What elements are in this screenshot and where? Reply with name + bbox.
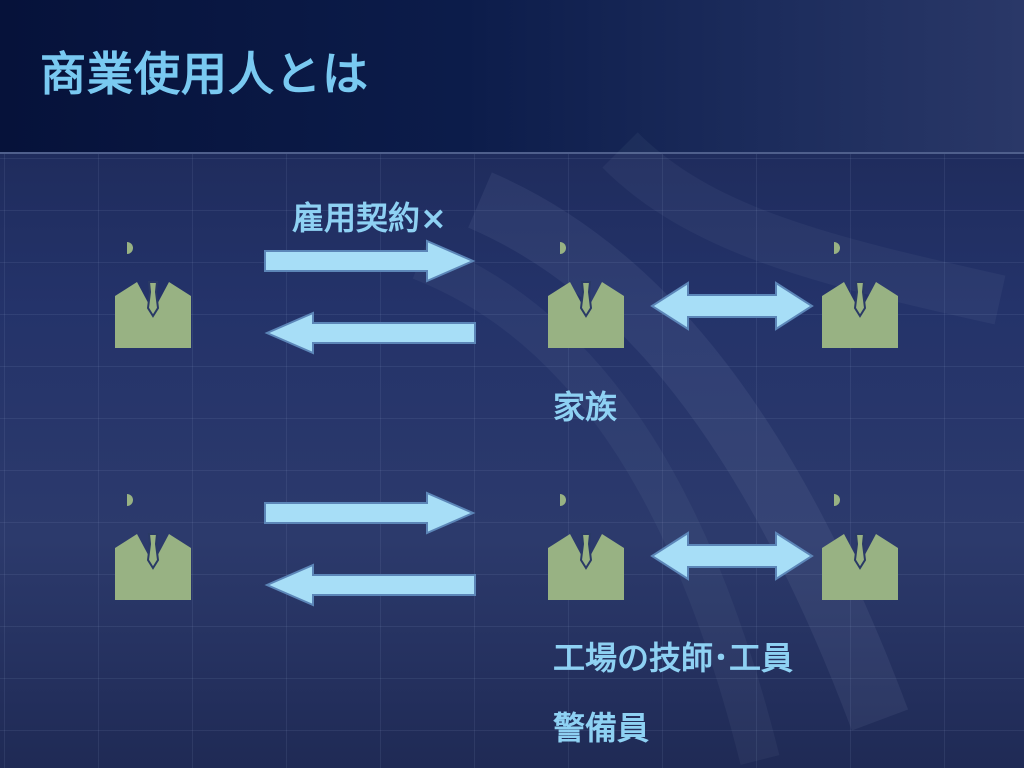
page-title: 商業使用人とは [40, 47, 369, 101]
contract-label: 雇用契約× [292, 199, 447, 237]
factory-worker-label: 工場の技師･工員 [553, 639, 794, 677]
guard-label: 警備員 [553, 709, 650, 747]
left-arrow-icon [264, 311, 476, 355]
right-arrow-icon [264, 239, 476, 283]
double-arrow-icon [650, 531, 814, 581]
background-grid [0, 154, 1024, 768]
header-band [0, 0, 1024, 154]
family-label: 家族 [553, 388, 618, 426]
person-icon [822, 494, 898, 600]
person-icon [822, 242, 898, 348]
person-icon [548, 242, 624, 348]
left-arrow-icon [264, 563, 476, 607]
person-icon [115, 242, 191, 348]
right-arrow-icon [264, 491, 476, 535]
person-icon [115, 494, 191, 600]
person-icon [548, 494, 624, 600]
double-arrow-icon [650, 281, 814, 331]
